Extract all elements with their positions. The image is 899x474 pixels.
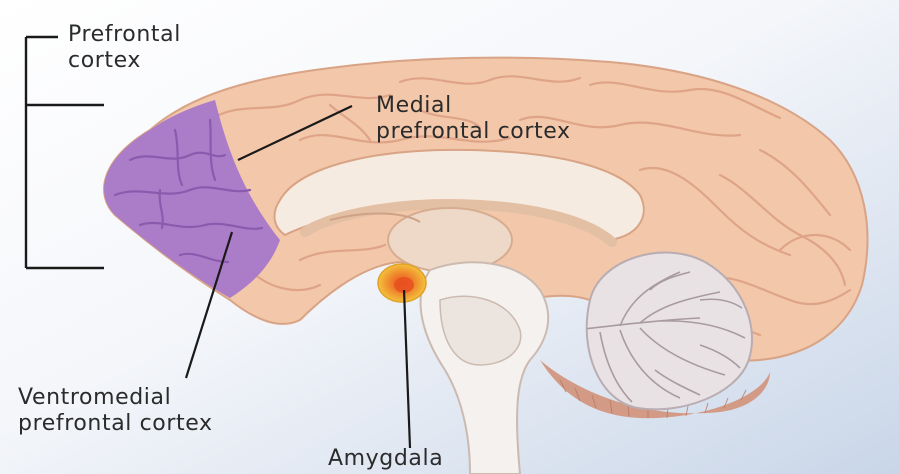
medial-prefrontal-cortex-label-line-1: Medial — [376, 93, 571, 119]
ventromedial-prefrontal-cortex-label: Ventromedial prefrontal cortex — [18, 385, 213, 437]
prefrontal-cortex-label-line-2: cortex — [68, 48, 181, 74]
prefrontal-cortex-label-line-1: Prefrontal — [68, 22, 181, 48]
prefrontal-cortex-label: Prefrontal cortex — [68, 22, 181, 74]
amygdala-label-text: Amygdala — [328, 446, 443, 472]
medial-prefrontal-cortex-label: Medial prefrontal cortex — [376, 93, 571, 145]
thalamus — [388, 208, 512, 272]
medial-prefrontal-cortex-label-line-2: prefrontal cortex — [376, 119, 571, 145]
ventromedial-prefrontal-cortex-label-line-1: Ventromedial — [18, 385, 213, 411]
amygdala-label: Amygdala — [328, 446, 443, 472]
ventromedial-prefrontal-cortex-label-line-2: prefrontal cortex — [18, 411, 213, 437]
